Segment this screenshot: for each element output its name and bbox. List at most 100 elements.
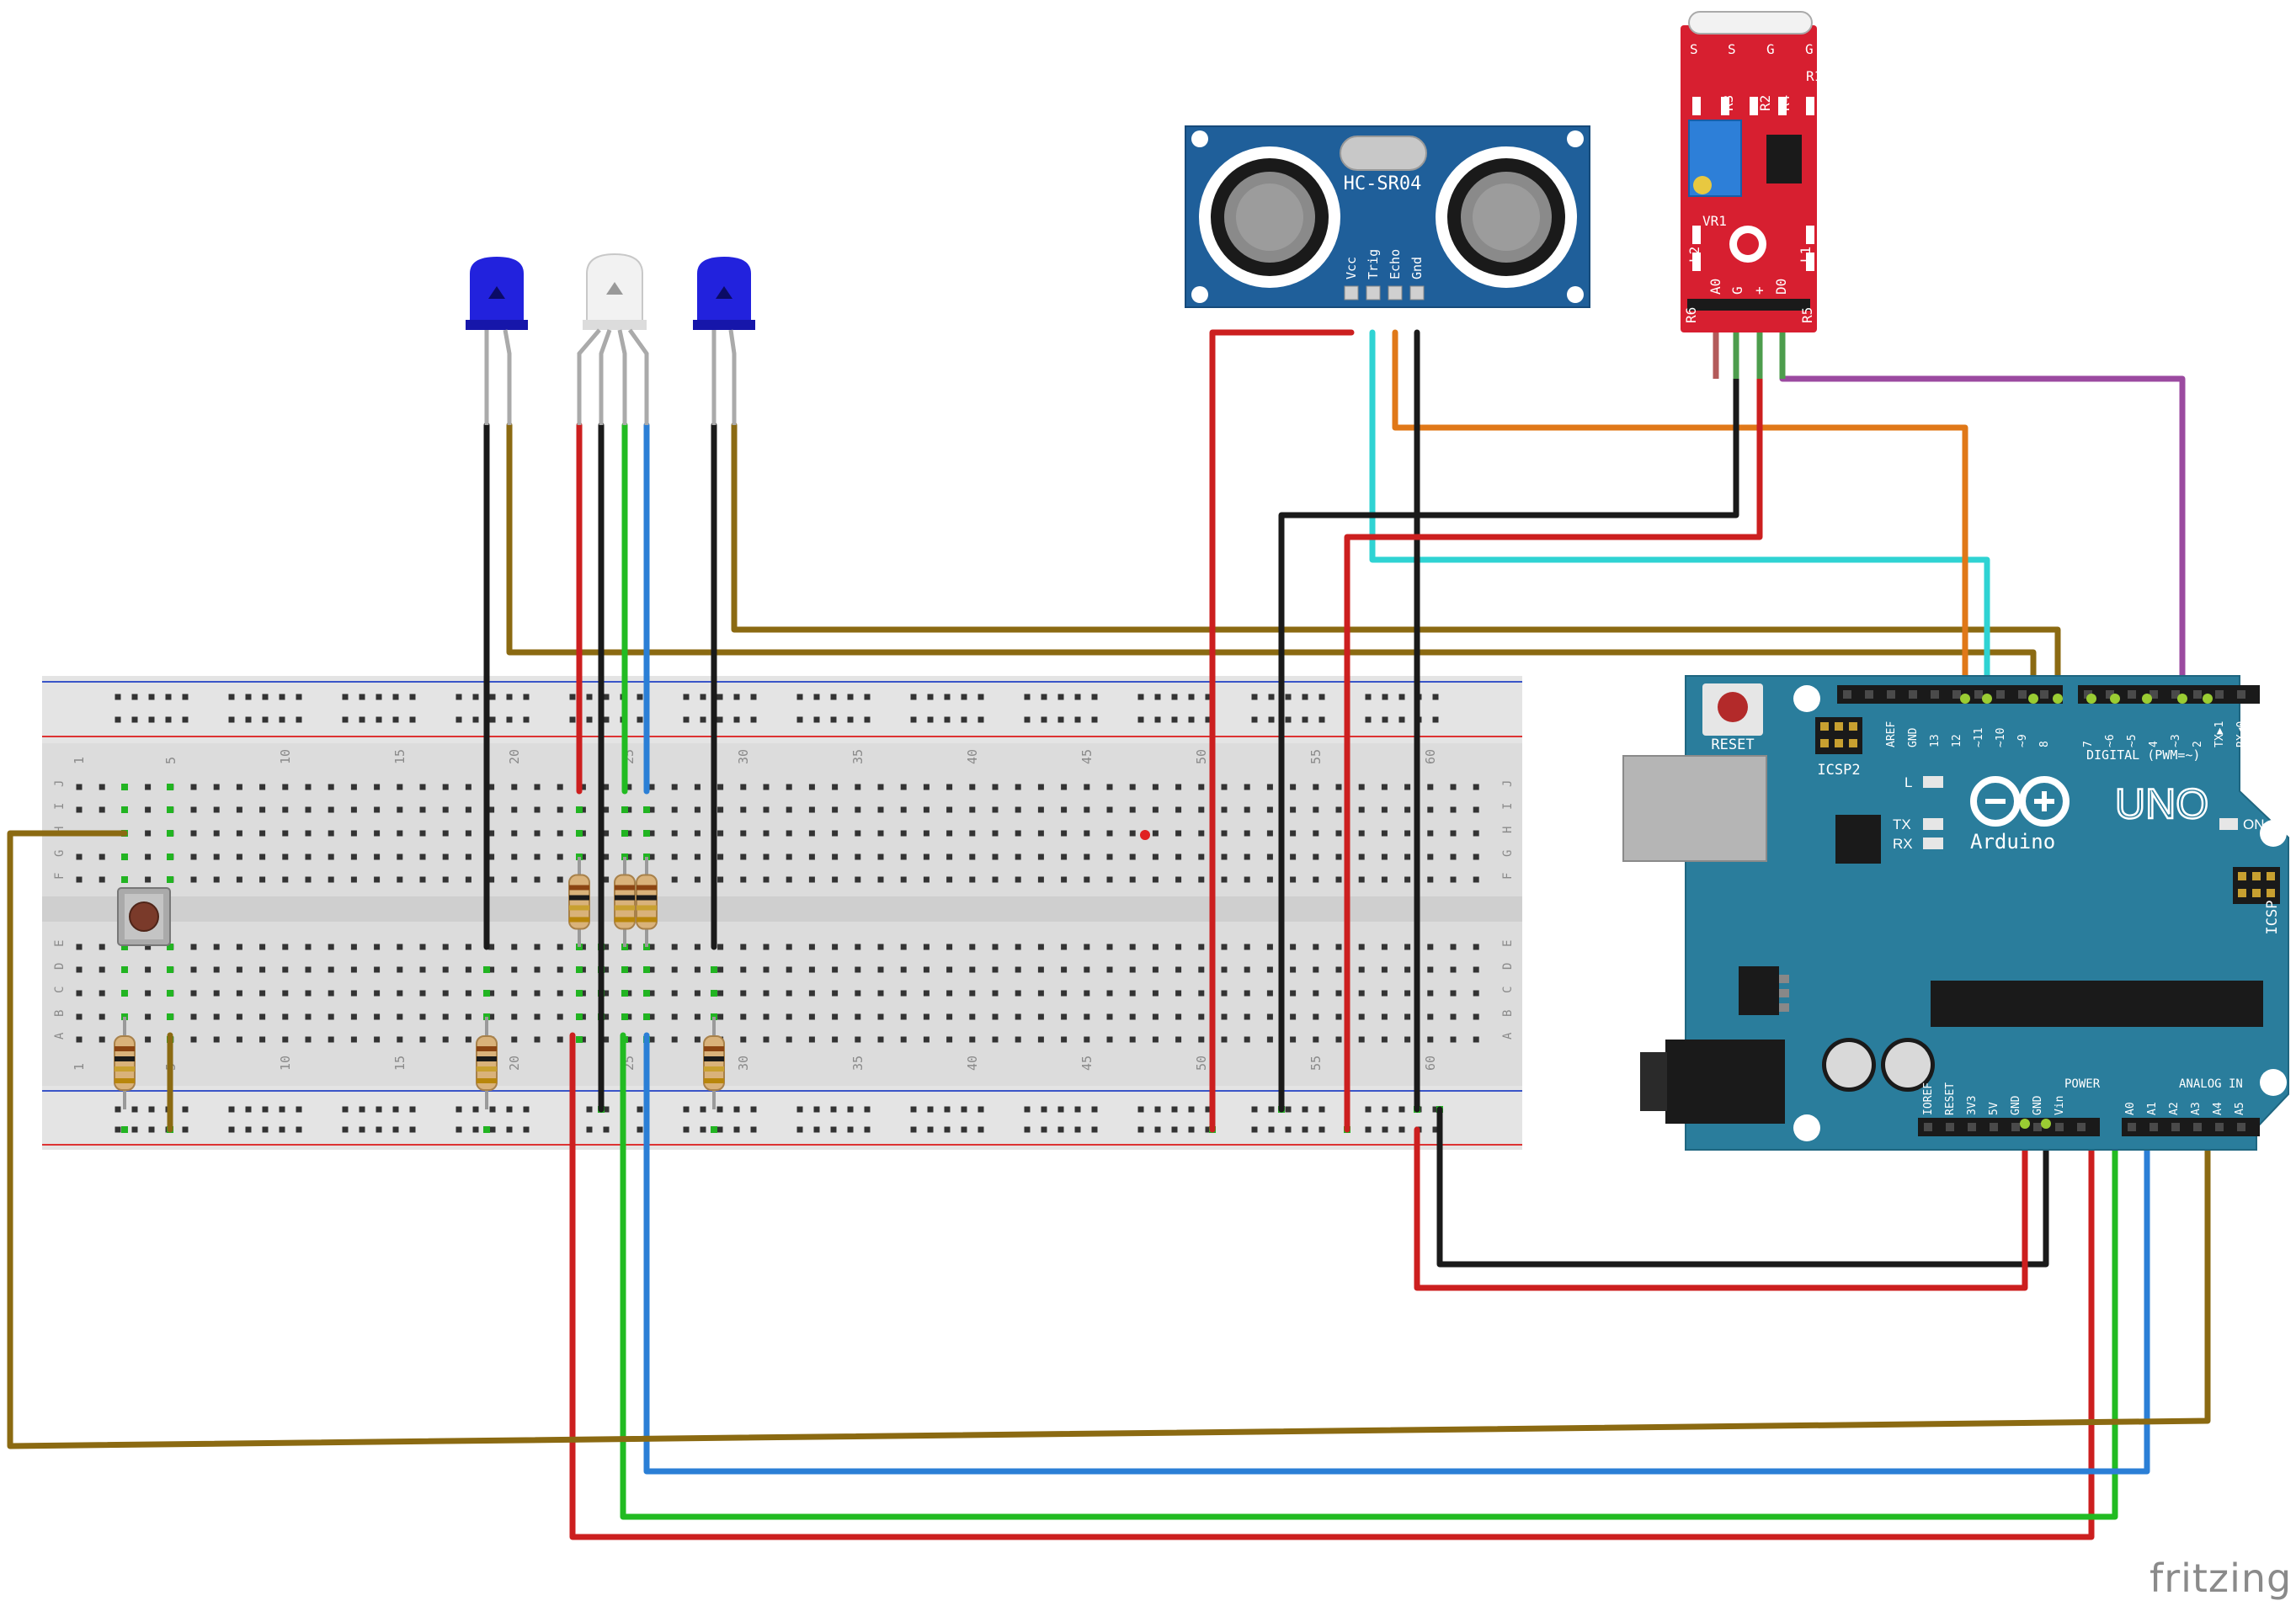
- breadboard-hole[interactable]: [350, 876, 357, 883]
- breadboard-hole[interactable]: [1404, 1036, 1411, 1043]
- breadboard-hole[interactable]: [740, 876, 747, 883]
- breadboard-hole[interactable]: [648, 1036, 655, 1043]
- breadboard-hole[interactable]: [786, 966, 792, 973]
- breadboard-hole[interactable]: [579, 784, 586, 790]
- breadboard-hole[interactable]: [1037, 1036, 1044, 1043]
- breadboard-hole[interactable]: [671, 1013, 678, 1020]
- breadboard-hole[interactable]: [1266, 854, 1273, 860]
- rail-hole[interactable]: [978, 1106, 984, 1113]
- breadboard-hole[interactable]: [282, 806, 289, 813]
- rail-hole[interactable]: [700, 716, 706, 723]
- breadboard-hole[interactable]: [740, 990, 747, 997]
- breadboard-hole[interactable]: [1198, 854, 1205, 860]
- icsp-pin[interactable]: [1820, 739, 1829, 747]
- icsp-pin[interactable]: [1835, 739, 1843, 747]
- breadboard-hole[interactable]: [534, 830, 541, 837]
- breadboard-hole[interactable]: [1061, 944, 1068, 950]
- breadboard-hole[interactable]: [626, 806, 632, 813]
- breadboard-hole[interactable]: [99, 806, 105, 813]
- breadboard-hole[interactable]: [1244, 854, 1250, 860]
- rail-hole[interactable]: [796, 1126, 803, 1133]
- breadboard-hole[interactable]: [1061, 990, 1068, 997]
- rail-hole[interactable]: [182, 716, 189, 723]
- breadboard-hole[interactable]: [557, 1013, 563, 1020]
- breadboard-hole[interactable]: [694, 806, 701, 813]
- breadboard-hole[interactable]: [579, 854, 586, 860]
- breadboard-hole[interactable]: [579, 1036, 586, 1043]
- breadboard-hole[interactable]: [557, 784, 563, 790]
- breadboard-hole[interactable]: [350, 1013, 357, 1020]
- rail-hole[interactable]: [717, 1106, 723, 1113]
- rail-hole[interactable]: [182, 1106, 189, 1113]
- breadboard-hole[interactable]: [1404, 830, 1411, 837]
- breadboard-hole[interactable]: [855, 966, 861, 973]
- breadboard-hole[interactable]: [236, 876, 242, 883]
- breadboard-hole[interactable]: [99, 876, 105, 883]
- rail-hole[interactable]: [1091, 694, 1098, 700]
- rail-hole[interactable]: [1057, 1126, 1064, 1133]
- breadboard-hole[interactable]: [1404, 1013, 1411, 1020]
- rail-hole[interactable]: [376, 1126, 382, 1133]
- rail-hole[interactable]: [1268, 694, 1275, 700]
- header-socket[interactable]: [2237, 1123, 2245, 1131]
- rail-hole[interactable]: [409, 1106, 416, 1113]
- breadboard-hole[interactable]: [1313, 1036, 1319, 1043]
- breadboard-hole[interactable]: [1473, 1013, 1479, 1020]
- rail-hole[interactable]: [228, 716, 235, 723]
- rail-hole[interactable]: [1154, 1106, 1161, 1113]
- rail-hole[interactable]: [506, 694, 513, 700]
- breadboard-hole[interactable]: [969, 876, 976, 883]
- breadboard-hole[interactable]: [511, 966, 518, 973]
- breadboard-hole[interactable]: [397, 830, 403, 837]
- breadboard-hole[interactable]: [603, 854, 610, 860]
- header-socket[interactable]: [2171, 690, 2180, 699]
- breadboard-hole[interactable]: [717, 830, 724, 837]
- breadboard-hole[interactable]: [626, 1013, 632, 1020]
- breadboard-hole[interactable]: [1061, 1013, 1068, 1020]
- breadboard-hole[interactable]: [1290, 806, 1297, 813]
- breadboard-hole[interactable]: [1381, 944, 1388, 950]
- breadboard-hole[interactable]: [1450, 944, 1457, 950]
- breadboard-hole[interactable]: [1358, 830, 1365, 837]
- breadboard-hole[interactable]: [145, 966, 152, 973]
- breadboard-hole[interactable]: [1106, 966, 1113, 973]
- breadboard-hole[interactable]: [1198, 944, 1205, 950]
- breadboard-hole[interactable]: [1152, 830, 1159, 837]
- rail-hole[interactable]: [115, 694, 121, 700]
- breadboard-hole[interactable]: [1266, 1036, 1273, 1043]
- rail-hole[interactable]: [1024, 1126, 1031, 1133]
- breadboard-hole[interactable]: [1015, 990, 1021, 997]
- hcsr04-pin[interactable]: [1366, 285, 1381, 300]
- rail-hole[interactable]: [586, 716, 593, 723]
- breadboard-hole[interactable]: [1015, 1013, 1021, 1020]
- rail-hole[interactable]: [1137, 716, 1144, 723]
- breadboard-hole[interactable]: [923, 990, 930, 997]
- breadboard-hole[interactable]: [923, 806, 930, 813]
- breadboard-hole[interactable]: [282, 944, 289, 950]
- rail-hole[interactable]: [1318, 1106, 1325, 1113]
- breadboard-hole[interactable]: [694, 1036, 701, 1043]
- rail-hole[interactable]: [1432, 1126, 1439, 1133]
- breadboard-hole[interactable]: [1084, 784, 1090, 790]
- breadboard-hole[interactable]: [671, 1036, 678, 1043]
- breadboard-hole[interactable]: [808, 854, 815, 860]
- rail-hole[interactable]: [359, 1126, 365, 1133]
- breadboard-hole[interactable]: [419, 1013, 426, 1020]
- rail-hole[interactable]: [796, 716, 803, 723]
- breadboard-hole[interactable]: [694, 854, 701, 860]
- breadboard-hole[interactable]: [419, 854, 426, 860]
- rail-hole[interactable]: [1398, 1106, 1405, 1113]
- breadboard-hole[interactable]: [1106, 784, 1113, 790]
- breadboard-hole[interactable]: [465, 1036, 471, 1043]
- rail-hole[interactable]: [796, 694, 803, 700]
- breadboard-hole[interactable]: [1404, 784, 1411, 790]
- breadboard-hole[interactable]: [305, 876, 312, 883]
- rail-hole[interactable]: [750, 1126, 757, 1133]
- breadboard-hole[interactable]: [305, 854, 312, 860]
- breadboard-hole[interactable]: [145, 806, 152, 813]
- breadboard-hole[interactable]: [1175, 1036, 1182, 1043]
- rail-hole[interactable]: [1268, 1106, 1275, 1113]
- rail-hole[interactable]: [1041, 694, 1047, 700]
- breadboard-hole[interactable]: [1198, 990, 1205, 997]
- breadboard-hole[interactable]: [923, 830, 930, 837]
